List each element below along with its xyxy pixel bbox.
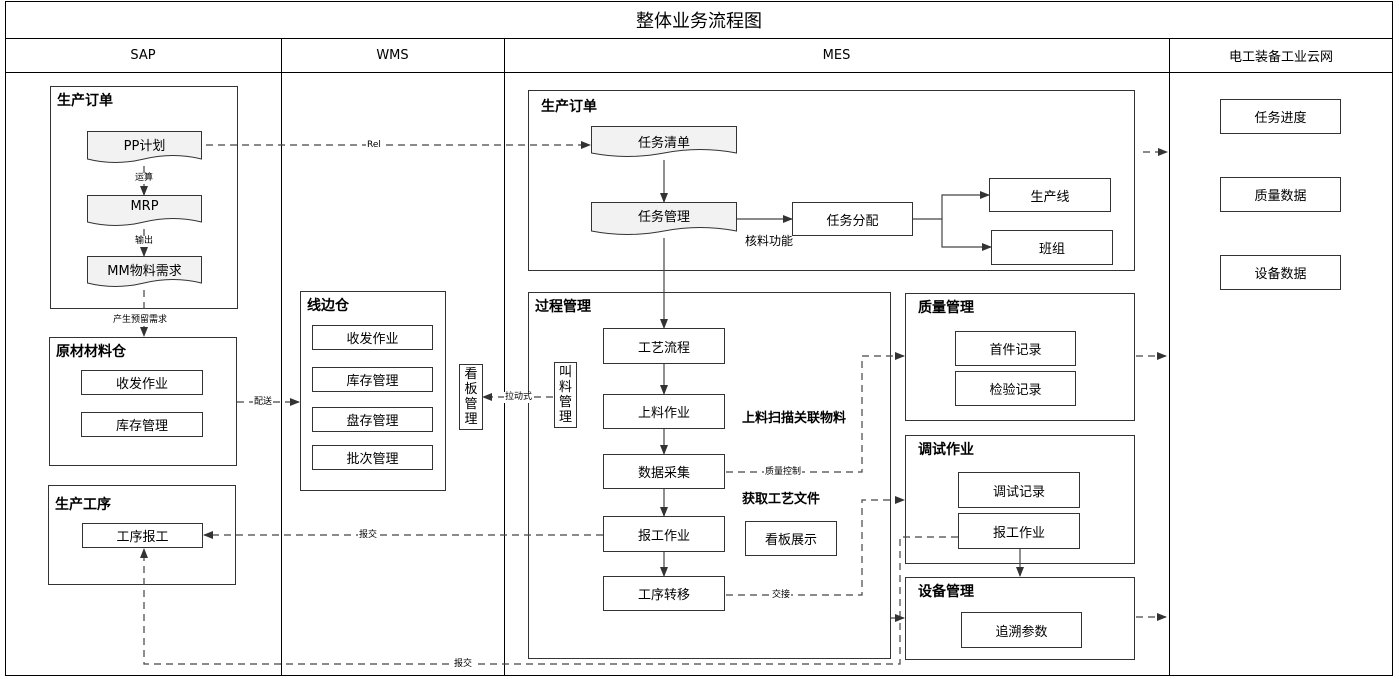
label-report-submit-1: 报交 bbox=[358, 530, 379, 541]
quality-management-group-title: 质量管理 bbox=[918, 300, 974, 316]
arrow-debug-report-to-sap bbox=[140, 536, 958, 665]
production-process-group-title: 生产工序 bbox=[55, 497, 111, 513]
mrp-node: MRP bbox=[87, 195, 202, 230]
production-line-node: 生产线 bbox=[989, 178, 1111, 212]
feeding-node: 上料作业 bbox=[603, 394, 725, 429]
label-handover: 交接 bbox=[771, 590, 792, 601]
process-transfer-node: 工序转移 bbox=[603, 576, 725, 611]
process-management-group-title: 过程管理 bbox=[535, 299, 591, 315]
label-check-material: 核料功能 bbox=[745, 234, 794, 248]
equipment-management-group-title: 设备管理 bbox=[918, 584, 974, 600]
side-batch-node: 批次管理 bbox=[312, 445, 433, 470]
label-delivery: 配送 bbox=[253, 397, 274, 408]
raw-recv-node: 收发作业 bbox=[81, 370, 203, 395]
report-work-node: 报工作业 bbox=[603, 516, 725, 552]
debug-work-group-title: 调试作业 bbox=[918, 442, 974, 458]
call-material-node: 叫 料 管 理 bbox=[554, 362, 577, 428]
debug-report-node: 报工作业 bbox=[958, 513, 1080, 549]
arrow-collect-to-quality bbox=[726, 352, 905, 473]
label-reserve-demand: 产生预留需求 bbox=[112, 315, 169, 326]
pp-plan-node: PP计划 bbox=[87, 131, 202, 167]
lane-divider-1 bbox=[281, 38, 282, 676]
kanban-display-node: 看板展示 bbox=[745, 521, 837, 556]
label-report-submit-2: 报交 bbox=[453, 659, 474, 670]
label-feeding-scan: 上料扫描关联物料 bbox=[742, 411, 847, 426]
task-assign-node: 任务分配 bbox=[792, 202, 913, 236]
side-warehouse-group-title: 线边仓 bbox=[307, 298, 349, 314]
raw-stock-node: 库存管理 bbox=[81, 412, 203, 437]
arrow-transfer-to-debug bbox=[726, 496, 905, 596]
mes-order-group-title: 生产订单 bbox=[541, 99, 597, 115]
lane-header-cloud: 电工装备工业云网 bbox=[1228, 49, 1333, 65]
label-get-process-file: 获取工艺文件 bbox=[742, 492, 821, 507]
lane-divider-2 bbox=[504, 38, 505, 676]
debug-record-node: 调试记录 bbox=[958, 472, 1080, 508]
kanban-management-node: 看 板 管 理 bbox=[459, 364, 483, 430]
route-node: 工艺流程 bbox=[603, 328, 725, 364]
label-pull: 拉动式 bbox=[504, 392, 534, 403]
side-stock-node: 库存管理 bbox=[312, 367, 433, 392]
raw-warehouse-group-title: 原材材料仓 bbox=[56, 344, 126, 360]
lane-header-divider bbox=[5, 72, 1393, 73]
side-inventory-node: 盘存管理 bbox=[312, 407, 433, 432]
side-recv-node: 收发作业 bbox=[312, 325, 433, 350]
task-list-node: 任务清单 bbox=[591, 126, 737, 161]
label-output: 输出 bbox=[134, 236, 155, 247]
lane-divider-3 bbox=[1169, 38, 1170, 676]
team-node: 班组 bbox=[991, 230, 1113, 265]
label-compute: 运算 bbox=[134, 173, 155, 184]
lane-header-sap: SAP bbox=[130, 47, 156, 63]
diagram-frame bbox=[5, 1, 1393, 676]
label-rel: Rel bbox=[366, 140, 382, 151]
trace-params-node: 追溯参数 bbox=[961, 612, 1082, 648]
raw-warehouse-group: 原材材料仓 bbox=[49, 337, 237, 466]
equipment-data-node: 设备数据 bbox=[1220, 255, 1341, 290]
data-collect-node: 数据采集 bbox=[603, 454, 725, 489]
task-progress-node: 任务进度 bbox=[1220, 99, 1341, 134]
task-management-node: 任务管理 bbox=[591, 202, 737, 239]
quality-data-node: 质量数据 bbox=[1220, 177, 1341, 212]
label-quality-control: 质量控制 bbox=[764, 467, 803, 478]
sap-order-group-title: 生产订单 bbox=[57, 93, 113, 109]
process-report-node: 工序报工 bbox=[82, 523, 203, 548]
title-divider bbox=[5, 38, 1393, 39]
diagram-title: 整体业务流程图 bbox=[636, 10, 762, 32]
lane-header-wms: WMS bbox=[376, 47, 409, 63]
arrow-assign-to-team bbox=[941, 219, 992, 251]
mm-demand-node: MM物料需求 bbox=[87, 256, 202, 291]
arrow-assign-to-line bbox=[913, 191, 990, 220]
inspection-record-node: 检验记录 bbox=[955, 371, 1076, 406]
first-piece-record-node: 首件记录 bbox=[955, 331, 1076, 366]
lane-header-mes: MES bbox=[822, 47, 851, 63]
